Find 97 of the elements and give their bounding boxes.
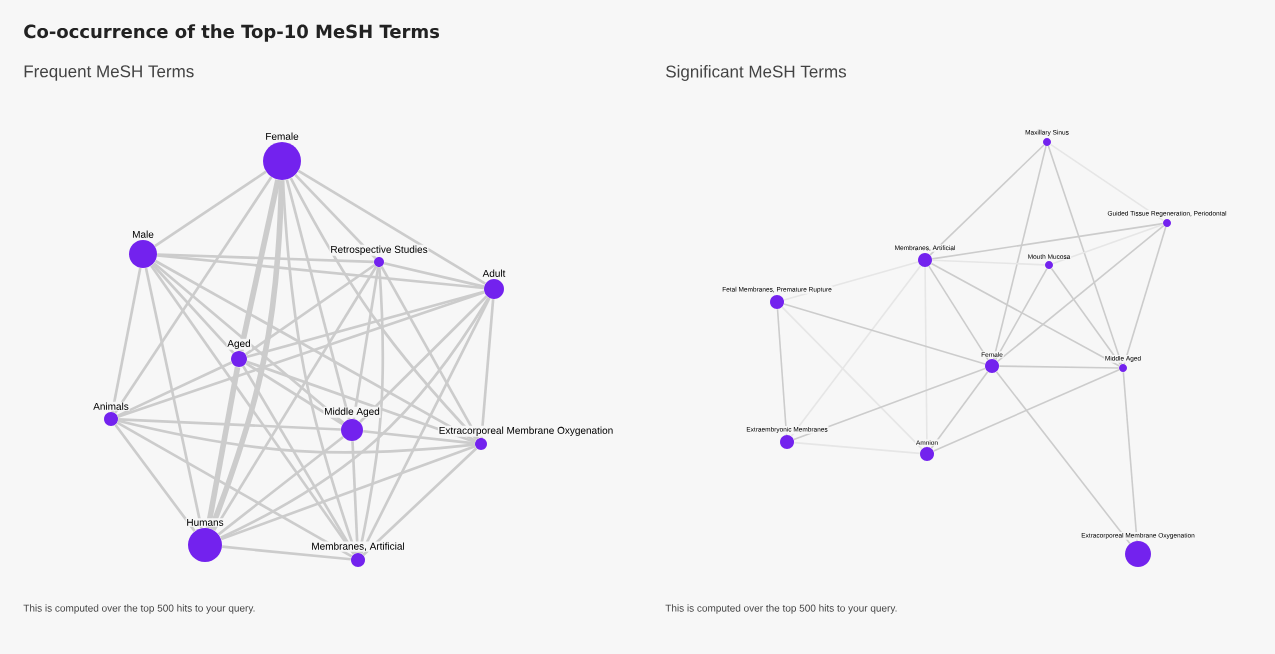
edge-line — [246, 290, 485, 359]
edge-line — [351, 441, 359, 553]
edge-line — [118, 418, 341, 431]
edge-line — [995, 370, 1131, 545]
footnote: This is computed over the top 500 hits to your query. — [665, 604, 897, 614]
panel-heading: Significant MeSH Terms — [666, 65, 847, 81]
edge-line — [220, 444, 476, 541]
edge-line — [113, 176, 273, 414]
edge-line — [1050, 267, 1122, 366]
edge-line — [360, 297, 491, 555]
node-circle — [129, 240, 157, 268]
edge-line — [930, 371, 989, 449]
node-circle — [918, 253, 932, 267]
edge-line — [1123, 226, 1167, 365]
edge-line — [929, 144, 1045, 256]
node-label: Adult — [481, 268, 507, 278]
edge-line — [246, 360, 476, 444]
edge-line — [930, 262, 1121, 367]
node-label: Female — [264, 131, 300, 141]
edge-line — [212, 265, 378, 531]
edge-line — [783, 303, 986, 365]
edge-line — [383, 261, 485, 288]
edge-line — [150, 264, 355, 555]
edge-line — [154, 170, 267, 248]
node-label: Aged — [226, 338, 252, 350]
node-label: Male — [131, 229, 155, 239]
edge-line — [245, 362, 344, 426]
edge-line — [932, 368, 1120, 452]
edge-line — [217, 435, 344, 536]
panel-heading: Frequent MeSH Terms — [24, 65, 194, 81]
edge-line — [117, 291, 485, 418]
node-circle — [351, 553, 365, 567]
edge-line — [294, 173, 377, 260]
node-circle — [231, 351, 247, 367]
node-circle — [341, 419, 363, 441]
node-label: Humans — [185, 518, 225, 527]
edge-line — [362, 447, 478, 556]
edge-line — [154, 259, 477, 443]
edge-line — [1052, 223, 1164, 265]
node-label: Extracorporeal Membrane Oxygenation — [437, 425, 615, 437]
node-label: Membranes, Artificial — [310, 541, 406, 552]
node-circle — [484, 279, 504, 299]
edge-line — [1047, 145, 1123, 365]
edge-line — [151, 263, 235, 354]
node-circle — [188, 528, 222, 562]
edge-line — [144, 267, 203, 529]
node-circle — [920, 447, 934, 461]
edge-line — [111, 267, 142, 413]
edge-line — [114, 424, 196, 532]
edge-line — [480, 299, 495, 438]
edge-line — [931, 259, 1046, 266]
footnote: This is computed over the top 500 hits to your query. — [23, 604, 255, 614]
edge-line — [352, 266, 380, 420]
chart-title: Co-occurrence of the Top-10 MeSH Terms — [24, 24, 440, 42]
edge-line — [359, 295, 488, 423]
edge-line — [220, 297, 490, 540]
edge-line — [358, 267, 385, 554]
edge-line — [208, 180, 285, 530]
edge-line — [157, 253, 374, 264]
edge-line — [928, 265, 989, 361]
edge-line — [222, 545, 351, 561]
edge-line — [992, 145, 1047, 360]
edge-line — [380, 265, 480, 440]
edge-line — [297, 169, 486, 285]
edge-line — [242, 365, 356, 555]
edge-line — [1122, 371, 1138, 542]
edge-line — [157, 254, 484, 290]
edge-line — [363, 429, 475, 445]
node-circle — [1125, 541, 1151, 567]
node-circle — [104, 412, 118, 426]
node-circle — [985, 359, 999, 373]
edge-line — [205, 366, 241, 529]
node-circle — [780, 435, 794, 449]
edge-line — [1049, 143, 1165, 222]
edge-line — [281, 180, 357, 554]
edge-line — [998, 365, 1120, 369]
node-circle — [770, 295, 784, 309]
edge-line — [238, 179, 281, 352]
edge-line — [117, 361, 233, 418]
edge-line — [790, 265, 922, 437]
node-circle — [263, 142, 301, 180]
edge-line — [117, 419, 475, 454]
edge-line — [793, 441, 921, 455]
edge-line — [153, 262, 345, 424]
edge-line — [996, 224, 1165, 363]
node-label: Retrospective Studies — [329, 244, 429, 256]
edge-line — [781, 306, 923, 450]
node-label: Animals — [92, 401, 130, 411]
edge-line — [116, 421, 353, 558]
node-label: Middle Aged — [323, 406, 381, 418]
edge-line — [931, 222, 1164, 260]
edge-line — [245, 263, 376, 356]
edge-line — [994, 267, 1048, 361]
edge-line — [285, 179, 351, 420]
edge-line — [776, 308, 788, 436]
edge-line — [793, 367, 986, 441]
edge-line — [289, 177, 478, 441]
